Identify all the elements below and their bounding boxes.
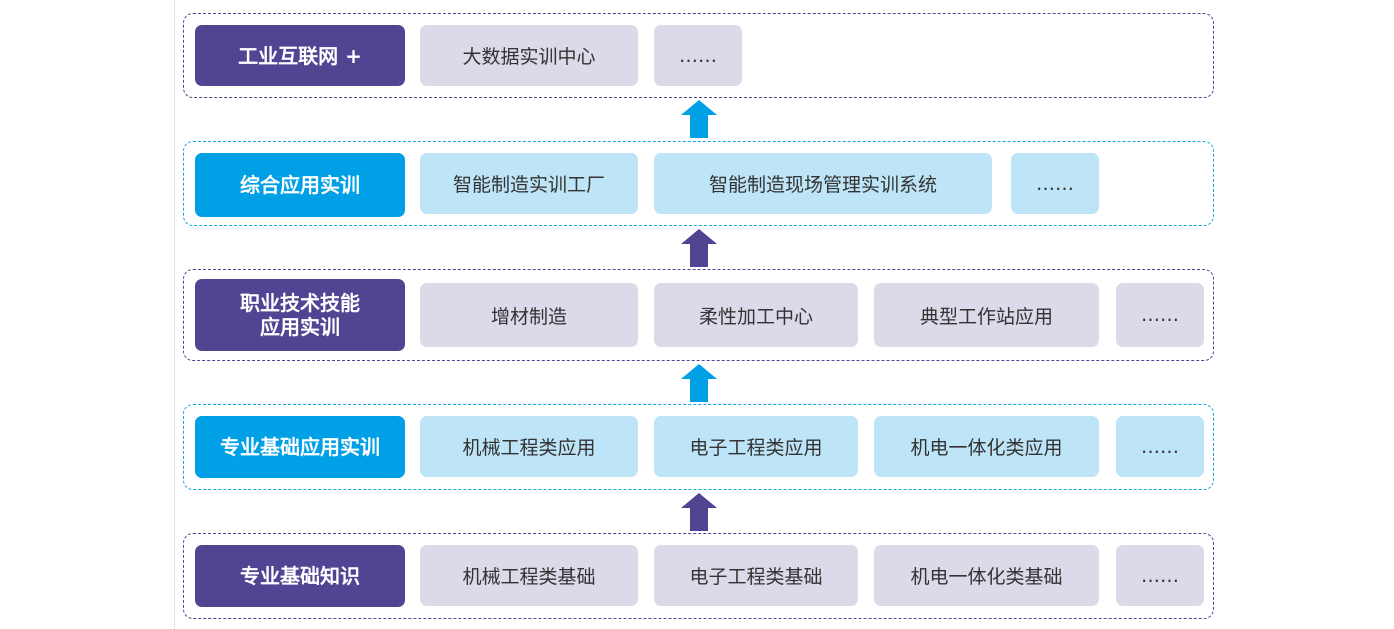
tier-item: 柔性加工中心 xyxy=(654,283,858,347)
tier-item: 典型工作站应用 xyxy=(874,283,1099,347)
tier-item: …… xyxy=(654,25,742,86)
up-arrow-icon xyxy=(681,493,717,531)
tier-item: 智能制造现场管理实训系统 xyxy=(654,153,992,214)
tier-comprehensive-training: 综合应用实训 智能制造实训工厂 智能制造现场管理实训系统 …… xyxy=(183,141,1214,226)
tier-item: 机械工程类基础 xyxy=(420,545,638,606)
tier-vocational-skills: 职业技术技能 应用实训 增材制造 柔性加工中心 典型工作站应用 …… xyxy=(183,269,1214,361)
up-arrow-icon xyxy=(681,229,717,267)
tier-item: …… xyxy=(1116,416,1204,477)
tier-item: …… xyxy=(1116,283,1204,347)
up-arrow-icon xyxy=(681,100,717,138)
tier-item: 电子工程类基础 xyxy=(654,545,858,606)
tier-item: 智能制造实训工厂 xyxy=(420,153,638,214)
left-guide-line xyxy=(174,0,175,629)
tier-industrial-internet: 工业互联网 + 大数据实训中心 …… xyxy=(183,13,1214,98)
tier-professional-applied-training: 专业基础应用实训 机械工程类应用 电子工程类应用 机电一体化类应用 …… xyxy=(183,404,1214,490)
tier-label-line: 应用实训 xyxy=(260,315,340,339)
up-arrow-icon xyxy=(681,364,717,402)
tier-label: 工业互联网 + xyxy=(195,25,405,86)
tier-label: 专业基础应用实训 xyxy=(195,416,405,478)
tier-item: 电子工程类应用 xyxy=(654,416,858,477)
tier-item: 机电一体化类基础 xyxy=(874,545,1099,606)
tier-item: 增材制造 xyxy=(420,283,638,347)
tier-label: 专业基础知识 xyxy=(195,545,405,607)
tier-item: …… xyxy=(1011,153,1099,214)
tier-item: 大数据实训中心 xyxy=(420,25,638,86)
tier-item: 机械工程类应用 xyxy=(420,416,638,477)
tier-item: 机电一体化类应用 xyxy=(874,416,1099,477)
tier-professional-basics: 专业基础知识 机械工程类基础 电子工程类基础 机电一体化类基础 …… xyxy=(183,533,1214,619)
tier-item: …… xyxy=(1116,545,1204,606)
tier-label-line: 职业技术技能 xyxy=(240,291,360,315)
tier-label: 职业技术技能 应用实训 xyxy=(195,279,405,351)
tier-label: 综合应用实训 xyxy=(195,153,405,217)
